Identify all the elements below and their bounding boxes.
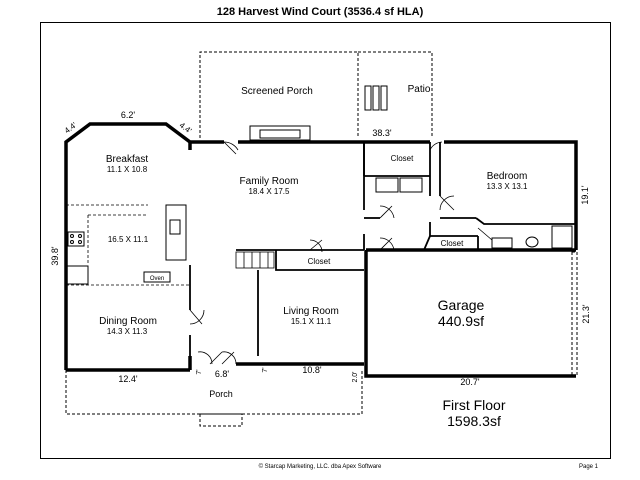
dining-room-name: Dining Room [99,316,157,327]
tub [551,225,573,249]
bedroom-name: Bedroom [487,171,528,182]
family-room-dims: 18.4 X 17.5 [249,187,290,196]
closet-bath-label: Closet [441,239,464,248]
porch-step [199,413,243,427]
fireplace [249,125,311,141]
bedroom-dims: 13.3 X 13.1 [487,182,528,191]
dim-patio-width: 38.3' [372,128,392,138]
kitchen-dims: 16.5 X 11.1 [108,235,149,244]
dim-entry-left-small: 7' [196,369,203,374]
oven-box [143,271,171,283]
patio-label: Patio [408,84,431,95]
garage-door [571,251,578,377]
family-room-name: Family Room [240,176,299,187]
sink-counter [165,204,187,261]
kitchen-outline [66,204,190,286]
range [67,231,85,247]
dimension-labels: 6.2' 4.4' 4.4' 38.3' 39.8' 19.1' 21.3' 1… [50,110,591,387]
bath-fixtures [491,225,573,249]
dim-bottom-mid: 10.8' [302,365,322,375]
dim-left-side: 39.8' [50,246,60,266]
laundry [375,177,423,193]
floor-area: 1598.3sf [447,413,501,429]
copyright-text: © Starcap Marketing, LLC. dba Apex Softw… [258,464,382,470]
porch-label: Porch [209,389,233,399]
oven-label: Oven [150,276,164,282]
dim-bedroom-side: 19.1' [580,185,590,205]
plan-frame [40,22,611,459]
closet-mid-label: Closet [308,257,331,266]
porch-outline [65,370,363,415]
screened-porch-outline [199,51,359,138]
dim-top-bay: 6.2' [121,110,136,120]
fridge [65,265,89,285]
floor-summary: First Floor 1598.3sf [443,397,506,429]
dim-garage-bottom: 20.7' [460,377,480,387]
kitchen-fixtures [65,204,187,285]
dim-entry-width: 6.8' [215,369,230,379]
garage-area: 440.9sf [438,313,484,329]
dim-garage-side: 21.3' [581,304,591,324]
patio-bench [364,85,388,111]
dim-porch-side: 2.0' [352,371,359,382]
living-room-name: Living Room [283,306,339,317]
room-labels: Screened Porch Patio Breakfast 11.1 X 10… [99,84,528,399]
dim-entry-right-small: 7' [262,367,269,372]
page-number: Page 1 [579,464,599,470]
breakfast-name: Breakfast [106,154,148,165]
interior-walls [189,142,576,356]
screened-porch-label: Screened Porch [241,86,313,97]
patio-outline [358,51,433,138]
garage-name: Garage [438,297,485,313]
dining-room-dims: 14.3 X 11.3 [107,327,148,336]
plan-title: 128 Harvest Wind Court (3536.4 sf HLA) [216,6,424,18]
stairs [235,251,275,269]
living-room-dims: 15.1 X 11.1 [291,317,332,326]
doors [189,141,493,365]
outdoor-areas [65,51,578,427]
dim-bottom-left: 12.4' [118,374,138,384]
closet-top-label: Closet [391,154,414,163]
breakfast-dims: 11.1 X 10.8 [107,165,148,174]
floor-label: First Floor [443,397,506,413]
